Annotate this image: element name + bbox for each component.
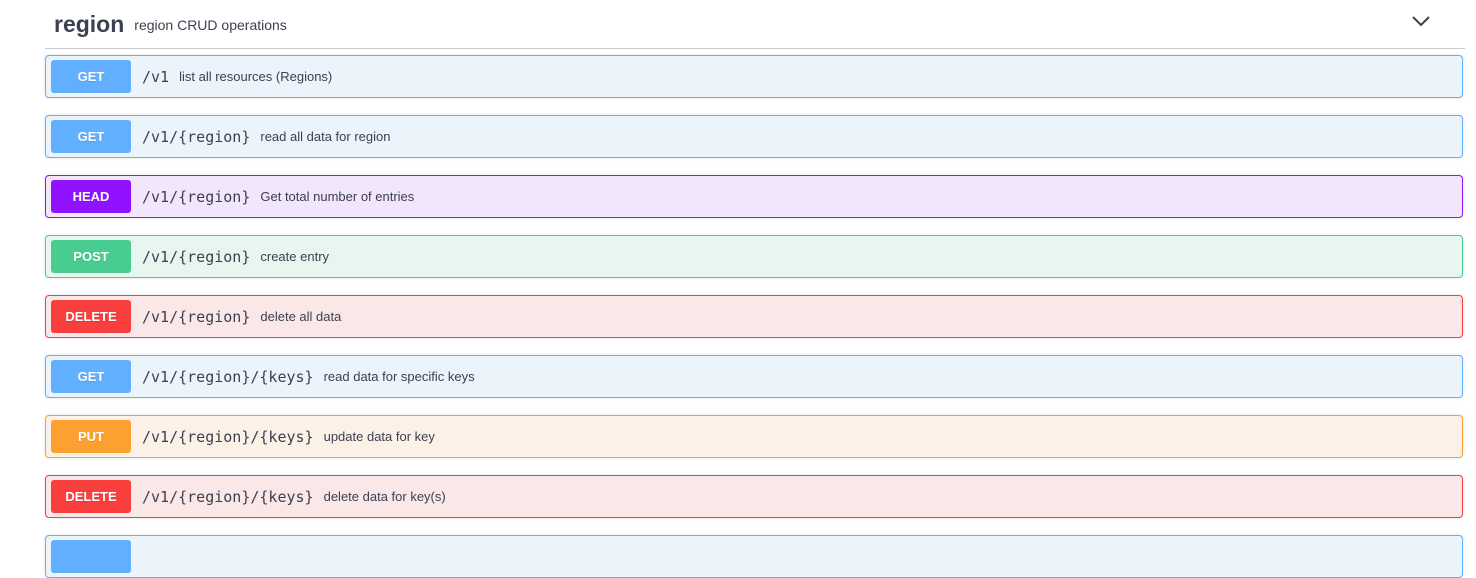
tag-name: region [54,10,125,37]
operation-path: /v1/{region} [142,247,251,266]
operation-path: /v1/{region} [142,127,251,146]
operation-summary: update data for key [323,429,435,444]
method-badge: PUT [51,420,131,453]
method-badge: GET [51,360,131,393]
operation-summary: create entry [260,249,330,264]
operation-path: /v1 [142,67,170,86]
method-badge: HEAD [51,180,131,213]
operation-get-v1[interactable]: GET /v1 list all resources (Regions) [45,55,1463,98]
operation-get-v1-region-keys[interactable]: GET /v1/{region}/{keys} read data for sp… [45,355,1463,398]
operation-partial-next[interactable] [45,535,1463,578]
operation-path: /v1/{region}/{keys} [142,427,314,446]
operation-head-v1-region[interactable]: HEAD /v1/{region} Get total number of en… [45,175,1463,218]
operation-path: /v1/{region}/{keys} [142,487,314,506]
operation-path: /v1/{region} [142,187,251,206]
operation-summary: delete all data [260,309,342,324]
operation-post-v1-region[interactable]: POST /v1/{region} create entry [45,235,1463,278]
operation-summary: read all data for region [260,129,391,144]
operation-path: /v1/{region} [142,307,251,326]
operation-summary: list all resources (Regions) [179,69,333,84]
method-badge: POST [51,240,131,273]
method-badge: DELETE [51,300,131,333]
operation-get-v1-region[interactable]: GET /v1/{region} read all data for regio… [45,115,1463,158]
operation-summary: Get total number of entries [260,189,415,204]
chevron-down-icon[interactable] [1411,14,1431,28]
method-badge: GET [51,60,131,93]
operation-put-v1-region-keys[interactable]: PUT /v1/{region}/{keys} update data for … [45,415,1463,458]
tag-description: region CRUD operations [134,17,287,33]
operation-summary: delete data for key(s) [323,489,446,504]
method-badge: DELETE [51,480,131,513]
operation-delete-v1-region[interactable]: DELETE /v1/{region} delete all data [45,295,1463,338]
operation-summary: read data for specific keys [323,369,475,384]
operation-path: /v1/{region}/{keys} [142,367,314,386]
method-badge: GET [51,120,131,153]
tag-header-region[interactable]: region region CRUD operations [45,0,1465,49]
operation-delete-v1-region-keys[interactable]: DELETE /v1/{region}/{keys} delete data f… [45,475,1463,518]
